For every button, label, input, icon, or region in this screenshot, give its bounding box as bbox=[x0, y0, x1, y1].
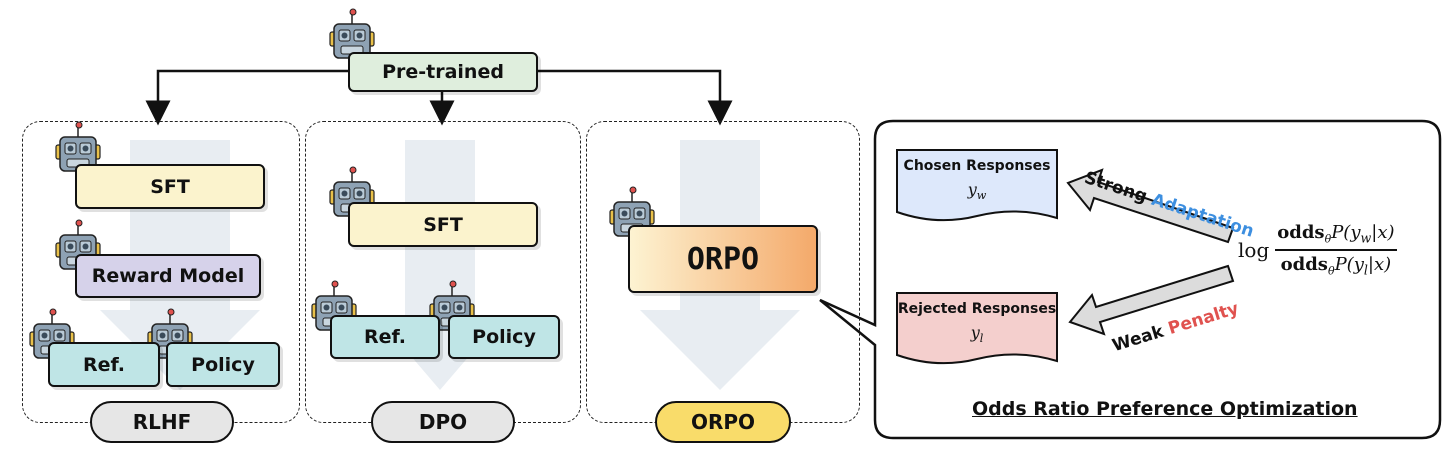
rlhf-reward-model-box: Reward Model bbox=[75, 254, 261, 298]
rlhf-label-pill: RLHF bbox=[90, 401, 234, 443]
chosen-doc-shape bbox=[896, 149, 1058, 222]
log-label: log bbox=[1238, 237, 1270, 262]
dpo-policy-box: Policy bbox=[448, 315, 560, 359]
orpo-box: ORPO bbox=[628, 225, 818, 293]
rlhf-ref-box: Ref. bbox=[48, 342, 160, 387]
dpo-ref-box: Ref. bbox=[330, 315, 440, 359]
formula-numerator: oddsθP(yw|x) bbox=[1277, 222, 1395, 246]
rlhf-policy-box: Policy bbox=[166, 342, 280, 387]
connector-lines bbox=[145, 69, 733, 126]
weak-penalty-arrow bbox=[1068, 264, 1235, 336]
pretrained-box: Pre-trained bbox=[348, 52, 538, 92]
rejected-doc-shape bbox=[896, 292, 1058, 365]
rejected-responses-var: yl bbox=[970, 323, 984, 346]
formula-denominator: oddsθP(yl|x) bbox=[1280, 253, 1392, 278]
odds-ratio-formula: log oddsθP(yw|x) oddsθP(yl|x) bbox=[1238, 222, 1397, 277]
dpo-label-pill: DPO bbox=[371, 401, 515, 443]
strong-adaptation-arrow bbox=[1066, 168, 1235, 244]
chosen-responses-title: Chosen Responses bbox=[903, 158, 1051, 174]
robot-icon bbox=[329, 8, 375, 59]
dpo-sft-box: SFT bbox=[348, 202, 538, 247]
chosen-responses-var: yw bbox=[967, 180, 987, 203]
dpo-panel bbox=[305, 121, 581, 423]
rlhf-sft-box: SFT bbox=[75, 164, 265, 209]
odds-ratio-footer: Odds Ratio Preference Optimization bbox=[972, 398, 1358, 420]
orpo-label-pill: ORPO bbox=[655, 401, 791, 443]
rejected-responses-title: Rejected Responses bbox=[897, 301, 1057, 317]
